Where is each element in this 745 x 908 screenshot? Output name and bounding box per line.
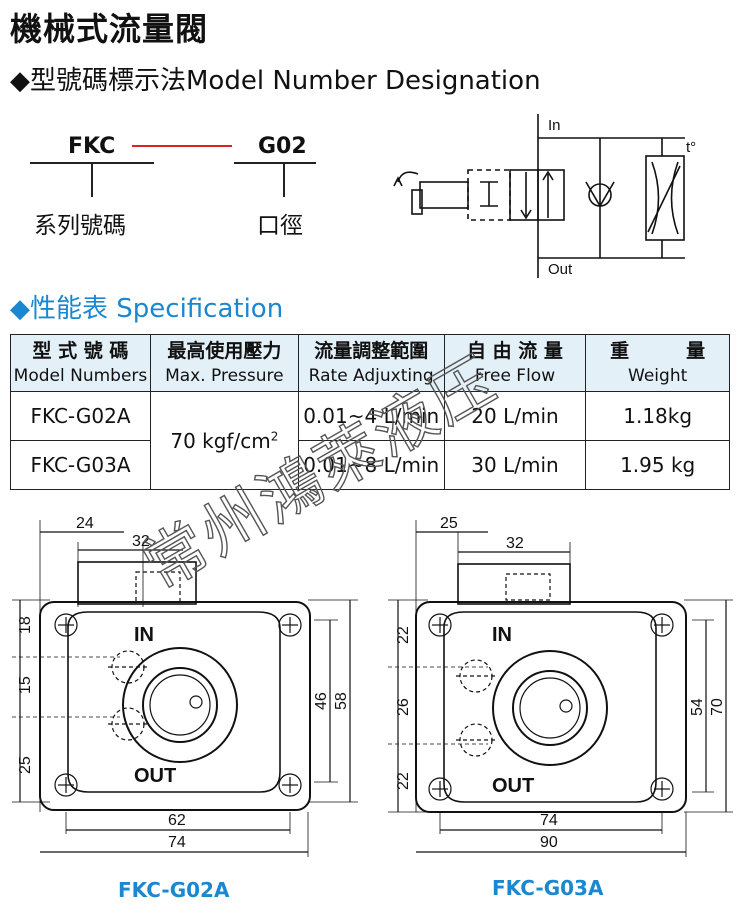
- svg-text:70: 70: [709, 698, 726, 716]
- out-port-label: OUT: [492, 775, 534, 797]
- cell-weight: 1.18kg: [585, 391, 730, 441]
- in-port-label: IN: [134, 624, 154, 646]
- svg-text:18: 18: [17, 616, 34, 634]
- size-underline: [234, 162, 316, 164]
- in-port-label: IN: [492, 624, 512, 646]
- model-designation-heading-text: 型號碼標示法Model Number Designation: [30, 66, 541, 96]
- code-connector-line: [132, 145, 232, 147]
- svg-text:54: 54: [689, 698, 706, 716]
- table-row: FKC-G03A 0.01~8 L/min 30 L/min 1.95 kg: [10, 440, 730, 490]
- svg-text:32: 32: [506, 535, 524, 552]
- table-row: FKC-G02A 70 kgf/cm2 0.01~4 L/min 20 L/mi…: [10, 391, 730, 490]
- svg-text:22: 22: [395, 772, 412, 790]
- diamond-bullet-icon: ◆: [10, 294, 30, 324]
- series-label: 系列號碼: [34, 213, 126, 239]
- cell-range: 0.01~8 L/min: [297, 440, 445, 490]
- symbol-temp-label: t°: [686, 139, 696, 156]
- svg-text:58: 58: [333, 692, 350, 710]
- cell-model: FKC-G02A: [10, 391, 151, 441]
- cell-flow: 30 L/min: [443, 440, 587, 490]
- drawing-caption-g02a: FKC-G02A: [118, 878, 230, 902]
- cell-flow: 20 L/min: [443, 391, 587, 441]
- svg-text:46: 46: [313, 692, 330, 710]
- size-leader-line: [283, 163, 285, 197]
- svg-text:62: 62: [168, 812, 186, 829]
- svg-text:90: 90: [540, 834, 558, 851]
- svg-text:25: 25: [17, 756, 34, 774]
- svg-text:74: 74: [540, 812, 558, 829]
- svg-text:74: 74: [168, 834, 186, 851]
- diamond-bullet-icon: ◆: [10, 66, 30, 96]
- size-label: 口徑: [257, 213, 303, 239]
- drawing-fkc-g02a: 24 32 18 15 25 46 58 62 74 IN OUT: [12, 515, 358, 857]
- svg-text:15: 15: [17, 676, 34, 694]
- cell-range: 0.01~4 L/min: [297, 391, 445, 441]
- spec-heading: ◆性能表 Specification: [10, 288, 283, 325]
- size-code: G02: [258, 134, 307, 159]
- drawing-fkc-g03a: 25 32 22 26 22 54 70 74 90 IN OUT: [388, 515, 733, 857]
- svg-text:22: 22: [395, 626, 412, 644]
- svg-text:24: 24: [76, 515, 94, 532]
- out-port-label: OUT: [134, 765, 176, 787]
- svg-text:32: 32: [132, 533, 150, 550]
- svg-text:25: 25: [440, 515, 458, 532]
- cell-model: FKC-G03A: [10, 440, 151, 490]
- series-code: FKC: [68, 134, 116, 159]
- hydraulic-symbol: In Out t°: [393, 114, 696, 278]
- cell-weight: 1.95 kg: [585, 440, 730, 490]
- spec-heading-text: 性能表 Specification: [30, 294, 284, 324]
- drawing-caption-g03a: FKC-G03A: [492, 876, 604, 900]
- cell-pressure: 70 kgf/cm2: [149, 391, 299, 490]
- svg-text:26: 26: [395, 698, 412, 716]
- symbol-in-label: In: [548, 117, 561, 134]
- series-leader-line: [91, 163, 93, 197]
- model-designation-heading: ◆型號碼標示法Model Number Designation: [10, 60, 541, 97]
- page-title: 機械式流量閥: [10, 10, 209, 48]
- symbol-out-label: Out: [548, 261, 573, 278]
